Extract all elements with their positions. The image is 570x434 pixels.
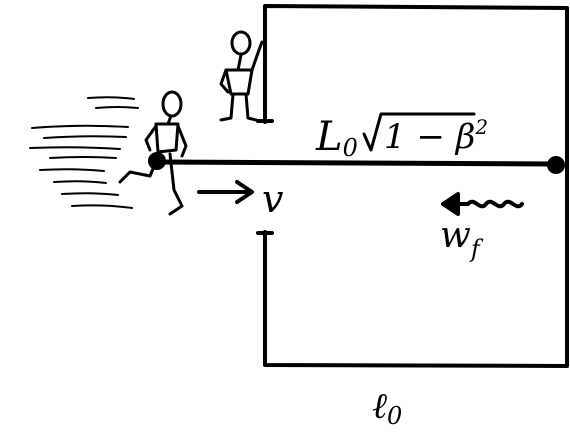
rest-length-symbol: ℓ — [372, 386, 387, 427]
contracted-length-exponent: 2 — [474, 115, 488, 139]
standing-observer-head — [230, 30, 252, 56]
frame-outline — [256, 4, 569, 368]
running-observer-figure — [118, 90, 188, 216]
rest-length-subscript: 0 — [387, 402, 402, 430]
running-observer-head — [161, 90, 183, 118]
rest-length-label: ℓ0 — [372, 386, 402, 430]
wave-subscript: f — [469, 235, 484, 263]
wave-label: wf — [440, 215, 484, 263]
velocity-arrow — [197, 180, 254, 204]
contracted-length-symbol: L — [315, 114, 343, 160]
wave-symbol: w — [440, 215, 471, 256]
rod-right-end-dot — [547, 156, 565, 174]
svg-text:L0: L0 — [315, 114, 358, 162]
wave-arrow — [441, 192, 524, 216]
speed-lines — [29, 96, 139, 209]
contracted-length-label: L0 1 − β2 — [315, 112, 488, 162]
standing-observer-figure — [219, 30, 264, 122]
moving-rod — [155, 159, 558, 167]
frame-upper-wall — [263, 4, 569, 368]
svg-text:1 − β2: 1 − β2 — [384, 115, 488, 157]
contracted-length-radicand: 1 − β — [384, 117, 475, 157]
radical-sign — [362, 112, 476, 152]
contracted-length-subscript: 0 — [343, 134, 358, 162]
velocity-label: v — [262, 177, 284, 221]
